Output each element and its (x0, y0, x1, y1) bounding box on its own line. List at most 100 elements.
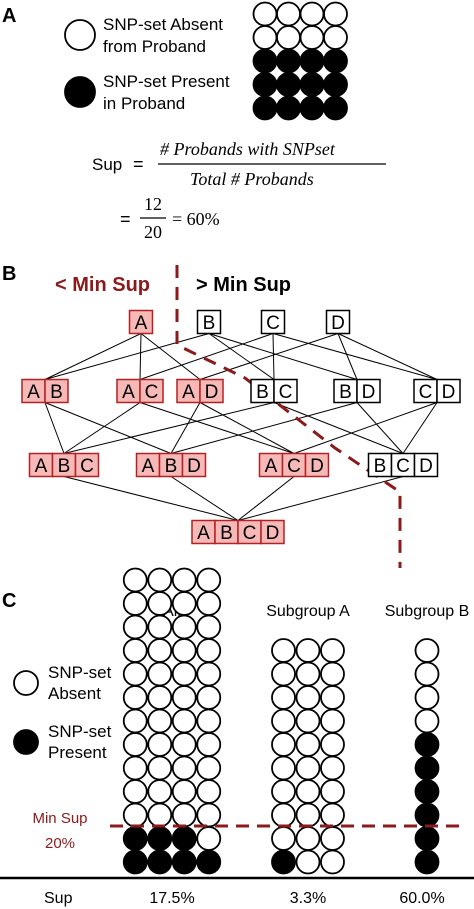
present-circle (414, 732, 440, 757)
item-letter: A (35, 456, 48, 477)
absent-circle (271, 802, 296, 828)
item-letter: B (339, 382, 352, 403)
legend-present-text-1: SNP-set Present (103, 72, 230, 91)
c-legend-present-text-2: Present (48, 743, 107, 762)
lattice-edge (63, 476, 239, 521)
proband-grid (252, 1, 348, 121)
absent-circle (295, 638, 321, 663)
present-circle (196, 849, 222, 875)
absent-circle (171, 755, 197, 781)
present-circle (414, 755, 440, 781)
absent-circle (122, 567, 148, 593)
item-letter: C (279, 382, 293, 403)
absent-circle (320, 802, 345, 828)
group-title: Subgroup B (385, 603, 470, 620)
absent-circle (271, 638, 296, 663)
absent-circle (122, 661, 148, 687)
present-circle (252, 95, 278, 121)
above-min-sup-label: > Min Sup (196, 274, 291, 296)
absent-circle (171, 614, 197, 640)
group-sup-value: 3.3% (290, 890, 326, 907)
absent-circle (320, 732, 345, 757)
lattice-edge (44, 333, 142, 380)
c-legend-present-text-1: SNP-set (48, 722, 112, 741)
absent-circle (171, 732, 197, 757)
lattice-edge (293, 402, 438, 454)
present-circle (323, 72, 348, 97)
item-letter: B (256, 382, 269, 403)
itemset-d: D (325, 309, 351, 335)
panel-c-label: C (2, 590, 16, 612)
absent-circle (299, 1, 325, 27)
min-sup-threshold-line (175, 265, 402, 568)
c-legend-absent-text-1: SNP-set (48, 663, 112, 682)
formula-equals-1: = (133, 154, 144, 174)
absent-circle (196, 802, 222, 828)
lattice-edge (44, 333, 210, 380)
lattice-edge (272, 333, 438, 380)
group-sup-value: 17.5% (149, 890, 194, 907)
lattice-edge (337, 333, 358, 380)
min-sup-label-1: Min Sup (32, 810, 87, 827)
absent-circle (271, 685, 296, 710)
absent-circle (276, 25, 301, 50)
lattice-edge (199, 333, 339, 380)
absent-circle (147, 708, 173, 734)
item-letter: D (442, 382, 456, 403)
absent-circle (320, 779, 345, 804)
item-letter: C (145, 382, 159, 403)
absent-circle (276, 1, 301, 27)
panel-a-label: A (2, 5, 16, 27)
lattice-edge (402, 402, 438, 454)
lattice-edge (199, 402, 295, 454)
absent-circle (295, 708, 321, 734)
present-circle (276, 48, 301, 74)
absent-circle (271, 826, 296, 851)
item-box (260, 519, 285, 545)
item-letter: A (122, 382, 135, 403)
lattice-edge (63, 402, 275, 454)
lattice-edge (170, 402, 358, 454)
absent-circle (320, 638, 345, 663)
absent-circle (196, 779, 222, 804)
absent-circle (147, 591, 173, 616)
present-circle (147, 849, 173, 875)
formula-equals-2: = (120, 209, 131, 229)
legend-absent-text-1: SNP-set Absent (103, 15, 223, 34)
panel-b-label: B (2, 263, 16, 285)
present-circle (414, 826, 440, 851)
item-letter: A (135, 313, 148, 334)
present-circle (122, 826, 148, 851)
absent-circle (323, 1, 348, 27)
item-box (74, 452, 100, 478)
present-circle (299, 72, 325, 97)
absent-circle (252, 1, 278, 27)
item-letter: A (197, 523, 210, 544)
absent-circle (414, 638, 440, 663)
below-min-sup-label: < Min Sup (55, 274, 150, 296)
present-circle (271, 849, 296, 875)
absent-circle (299, 25, 325, 50)
absent-circle (171, 661, 197, 687)
absent-circle (271, 708, 296, 734)
item-letter: B (374, 456, 387, 477)
legend-present-text-2: in Proband (103, 94, 185, 113)
formula-denominator: Total # Probands (190, 169, 314, 189)
group-title: Subgroup A (266, 603, 350, 620)
lattice-edge (63, 402, 141, 454)
present-circle (323, 95, 348, 121)
group-1: Subgroup A 3.3% (266, 603, 350, 907)
itemset-b: B (196, 309, 222, 335)
sup-row-label: Sup (44, 890, 73, 907)
absent-circle (320, 849, 345, 875)
absent-circle (196, 732, 222, 757)
present-circle (414, 802, 440, 828)
item-letter: D (205, 382, 219, 403)
item-letter: C (396, 456, 410, 477)
formula-numerator: # Probands with SNPset (160, 139, 336, 159)
c-legend-present-marker (13, 729, 39, 755)
item-letter: B (58, 456, 71, 477)
